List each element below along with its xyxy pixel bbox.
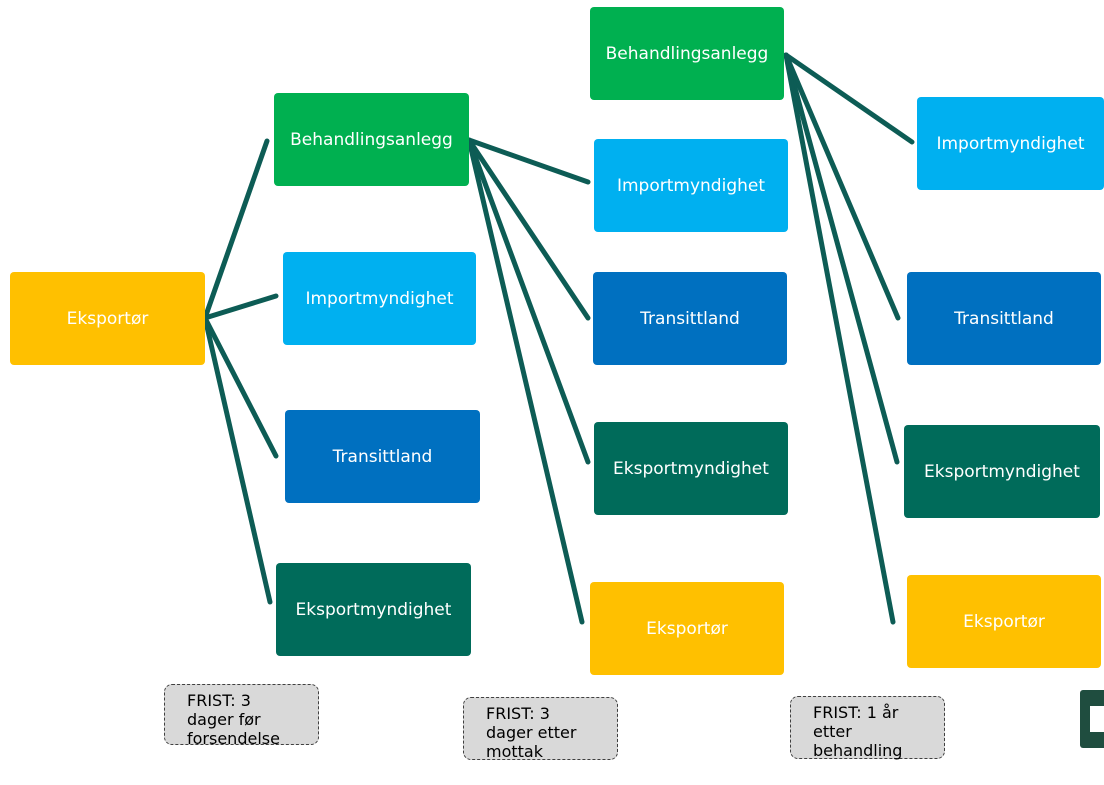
connector-line <box>202 315 273 605</box>
connector-line <box>202 138 270 321</box>
connector-line <box>466 137 591 185</box>
node-transit-country: Transittland <box>285 410 480 503</box>
node-transit-country: Transittland <box>907 272 1101 365</box>
node-export-authority: Eksportmyndighet <box>904 425 1100 518</box>
node-import-authority: Importmyndighet <box>283 252 476 345</box>
deadline-note: FRIST: 1 år etter behandling <box>790 696 945 760</box>
connector-line <box>466 137 585 625</box>
deadline-note: FRIST: 3 dager før forsendelse <box>164 684 319 748</box>
node-treatment-facility: Behandlingsanlegg <box>590 7 784 100</box>
connector-line <box>783 52 900 465</box>
node-import-authority: Importmyndighet <box>917 97 1104 190</box>
node-export-authority: Eksportmyndighet <box>594 422 788 515</box>
connector-line <box>783 52 901 321</box>
connector-line <box>783 52 896 625</box>
deadline-note: FRIST: 3 dager etter mottak <box>463 697 618 761</box>
node-treatment-facility: Behandlingsanlegg <box>274 93 469 186</box>
connector-line <box>783 52 915 145</box>
connector-line <box>466 137 591 465</box>
node-transit-country: Transittland <box>593 272 787 365</box>
node-export-authority: Eksportmyndighet <box>276 563 471 656</box>
logo-icon <box>1080 690 1104 748</box>
node-exporter: Eksportør <box>907 575 1101 668</box>
connector-line <box>202 315 279 459</box>
node-exporter: Eksportør <box>10 272 205 365</box>
connector-line <box>466 137 591 321</box>
node-import-authority: Importmyndighet <box>594 139 788 232</box>
node-exporter: Eksportør <box>590 582 784 675</box>
connector-line <box>202 293 279 321</box>
